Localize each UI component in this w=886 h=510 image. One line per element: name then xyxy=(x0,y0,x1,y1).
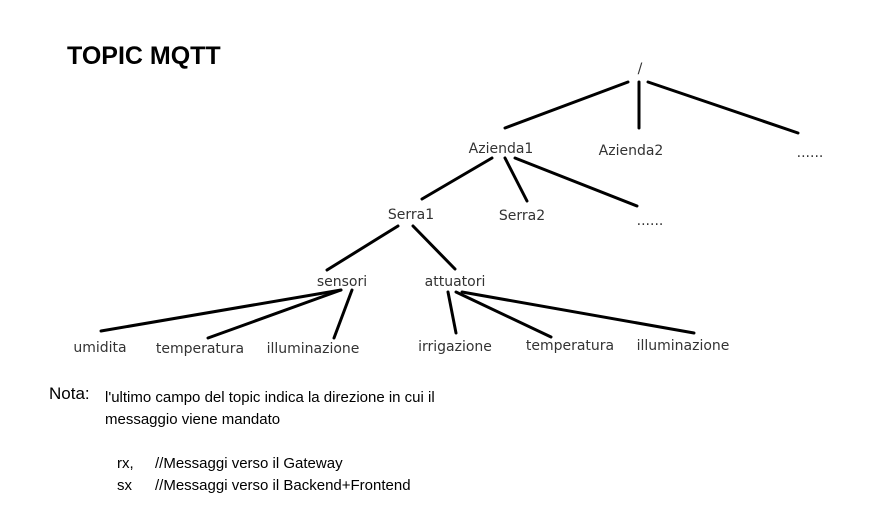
edge-azienda1-more xyxy=(513,156,639,208)
node-attuatori-temperatura: temperatura xyxy=(526,338,614,354)
edge-attuatori-irrigazione xyxy=(446,290,458,335)
note-text: l'ultimo campo del topic indica la direz… xyxy=(105,389,435,428)
edge-sensori-umidita xyxy=(99,288,343,333)
node-attuatori: attuatori xyxy=(425,274,486,290)
edge-sensori-temperatura xyxy=(206,288,343,340)
diagram-title: TOPIC MQTT xyxy=(67,42,221,70)
note-sx-comment: //Messaggi verso il Backend+Frontend xyxy=(155,477,411,494)
node-attuatori-irrigazione: irrigazione xyxy=(418,339,492,355)
note-sx-code: sx xyxy=(117,477,132,494)
node-sensori-temperatura: temperatura xyxy=(156,341,244,357)
note-rx-code: rx, xyxy=(117,455,134,472)
edge-attuatori-illuminazione xyxy=(460,290,696,335)
node-attuatori-illuminazione: illuminazione xyxy=(637,338,730,354)
tree-nodes: / Azienda1 Azienda2 ...... Serra1 Serra2… xyxy=(73,61,823,357)
node-serra1: Serra1 xyxy=(388,207,434,223)
edge-root-more xyxy=(646,80,800,135)
node-serra2: Serra2 xyxy=(499,208,545,224)
note-rx-comment: //Messaggi verso il Gateway xyxy=(155,455,343,472)
node-sensori-illuminazione: illuminazione xyxy=(267,341,360,357)
note-label: Nota: xyxy=(49,384,90,403)
edge-serra1-sensori xyxy=(325,224,400,272)
edge-azienda1-serra1 xyxy=(420,156,494,201)
node-azienda1: Azienda1 xyxy=(469,141,534,157)
tree-edges xyxy=(99,80,800,340)
edge-root-azienda1 xyxy=(503,80,630,130)
edge-azienda1-serra2 xyxy=(503,156,529,203)
node-azienda2: Azienda2 xyxy=(599,143,664,159)
node-azienda-more: ...... xyxy=(797,145,824,161)
node-root: / xyxy=(638,61,643,77)
edge-serra1-attuatori xyxy=(411,224,457,271)
node-sensori: sensori xyxy=(317,274,367,290)
node-sensori-umidita: umidita xyxy=(73,340,126,356)
node-serra-more: ...... xyxy=(637,213,664,229)
edge-sensori-illuminazione xyxy=(332,288,354,340)
edge-attuatori-temperatura xyxy=(454,290,553,339)
